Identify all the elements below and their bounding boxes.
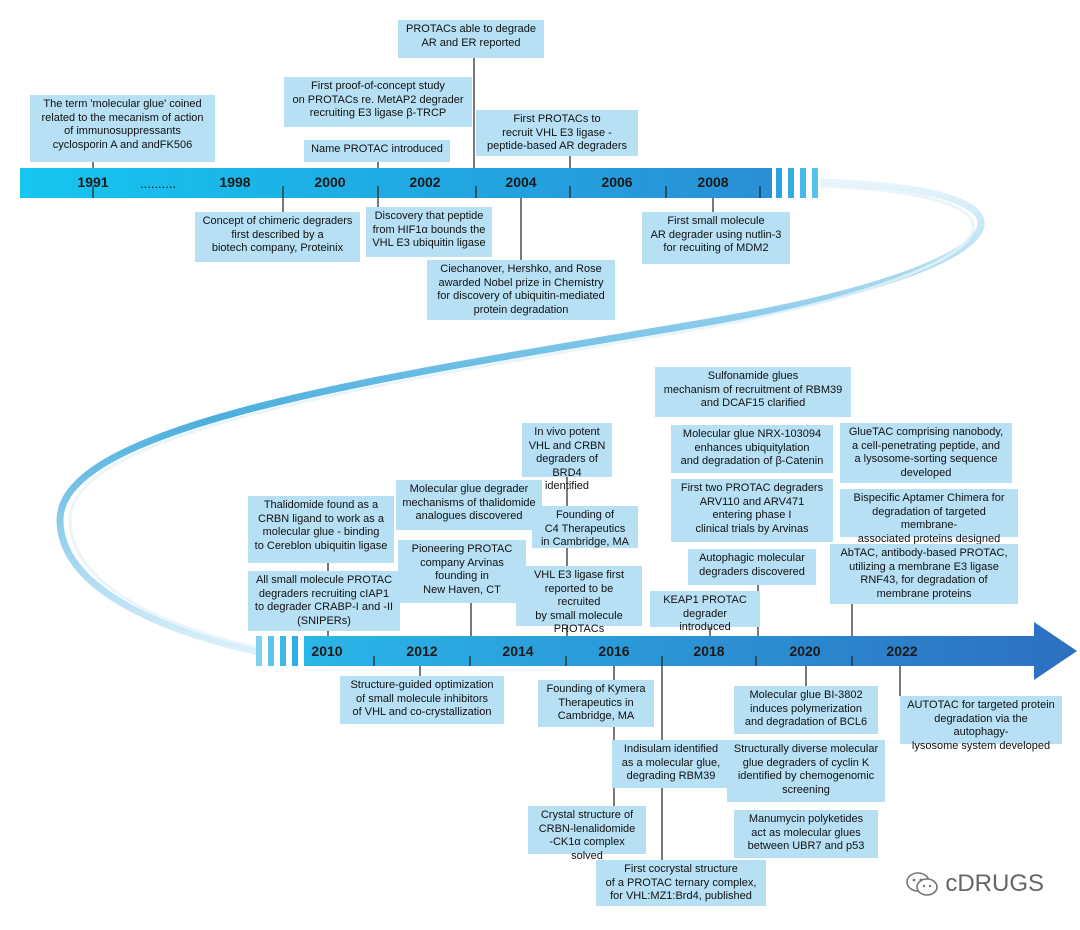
event-box: First two PROTAC degraders ARV110 and AR… xyxy=(671,479,833,542)
ellipsis-label: .......... xyxy=(140,176,177,191)
year-label: 1998 xyxy=(219,174,251,190)
year-label: 2018 xyxy=(693,643,725,659)
event-box: All small molecule PROTAC degraders recr… xyxy=(248,571,400,631)
event-box: Manumycin polyketides act as molecular g… xyxy=(734,810,878,858)
event-box: VHL E3 ligase first reported to be recru… xyxy=(516,566,642,635)
event-box: Structurally diverse molecular glue degr… xyxy=(727,740,885,802)
event-box: Molecular glue BI-3802 induces polymeriz… xyxy=(734,686,878,734)
year-label: 2008 xyxy=(697,174,729,190)
event-box: Sulfonamide glues mechanism of recruitme… xyxy=(655,367,851,417)
bottom-bar-stripe xyxy=(256,636,262,666)
watermark: cDRUGS xyxy=(905,870,1044,898)
bottom-bar-stripe xyxy=(280,636,286,666)
event-box: Molecular glue degrader mechanisms of th… xyxy=(396,480,542,530)
event-box: First PROTACs to recruit VHL E3 ligase -… xyxy=(476,110,638,156)
event-box: In vivo potent VHL and CRBN degraders of… xyxy=(522,423,612,492)
event-box: Thalidomide found as a CRBN ligand to wo… xyxy=(248,496,394,563)
top-bar-stripe xyxy=(788,168,794,198)
year-label: 2002 xyxy=(409,174,441,190)
watermark-text: cDRUGS xyxy=(945,870,1044,897)
top-timeline-bar xyxy=(20,168,772,198)
event-box: Structure-guided optimization of small m… xyxy=(340,676,504,724)
year-label: 2020 xyxy=(789,643,821,659)
event-box: Ciechanover, Hershko, and Rose awarded N… xyxy=(427,260,615,320)
year-label: 1991 xyxy=(77,174,109,190)
year-label: 2006 xyxy=(601,174,633,190)
year-label: 2012 xyxy=(406,643,438,659)
event-box: Pioneering PROTAC company Arvinas foundi… xyxy=(398,540,526,603)
event-box: Indisulam identified as a molecular glue… xyxy=(612,740,730,788)
year-label: 2014 xyxy=(502,643,534,659)
year-label: 2000 xyxy=(314,174,346,190)
event-box: Founding of Kymera Therapeutics in Cambr… xyxy=(538,680,654,727)
event-box: Concept of chimeric degraders first desc… xyxy=(195,212,360,262)
timeline-curve xyxy=(56,178,985,656)
bottom-bar-stripe xyxy=(268,636,274,666)
event-box: Discovery that peptide from HIF1α bounds… xyxy=(366,207,492,257)
event-box: Bispecific Aptamer Chimera for degradati… xyxy=(840,489,1018,545)
year-label: 2022 xyxy=(886,643,918,659)
event-box: First proof-of-concept study on PROTACs … xyxy=(284,77,472,127)
event-box: PROTACs able to degrade AR and ER report… xyxy=(398,20,544,58)
wechat-icon xyxy=(906,872,939,896)
top-bar-stripe xyxy=(776,168,782,198)
year-label: 2010 xyxy=(311,643,343,659)
event-box: KEAP1 PROTAC degrader introduced xyxy=(650,591,760,633)
bottom-bar-stripe xyxy=(292,636,298,666)
event-box: AbTAC, antibody-based PROTAC, utilizing … xyxy=(830,544,1018,604)
top-bar-stripe xyxy=(812,168,818,198)
timeline-curve-shadow xyxy=(68,184,975,650)
event-box: GlueTAC comprising nanobody, a cell-pene… xyxy=(840,423,1012,483)
event-box: Molecular glue NRX-103094 enhances ubiqu… xyxy=(671,425,833,473)
event-box: Autophagic molecular degraders discovere… xyxy=(688,549,816,585)
year-label: 2016 xyxy=(598,643,630,659)
event-box: The term 'molecular glue' coined related… xyxy=(30,95,215,162)
event-box: Name PROTAC introduced xyxy=(304,140,450,162)
year-label: 2004 xyxy=(505,174,537,190)
event-box: First small molecule AR degrader using n… xyxy=(642,212,790,264)
event-box: AUTOTAC for targeted protein degradation… xyxy=(900,696,1062,752)
top-bar-stripe xyxy=(800,168,806,198)
event-box: Crystal structure of CRBN-lenalidomide -… xyxy=(528,806,646,862)
event-box: Founding of C4 Therapeutics in Cambridge… xyxy=(532,506,638,548)
event-box: First cocrystal structure of a PROTAC te… xyxy=(596,860,766,906)
bottom-timeline-arrow xyxy=(304,622,1077,680)
